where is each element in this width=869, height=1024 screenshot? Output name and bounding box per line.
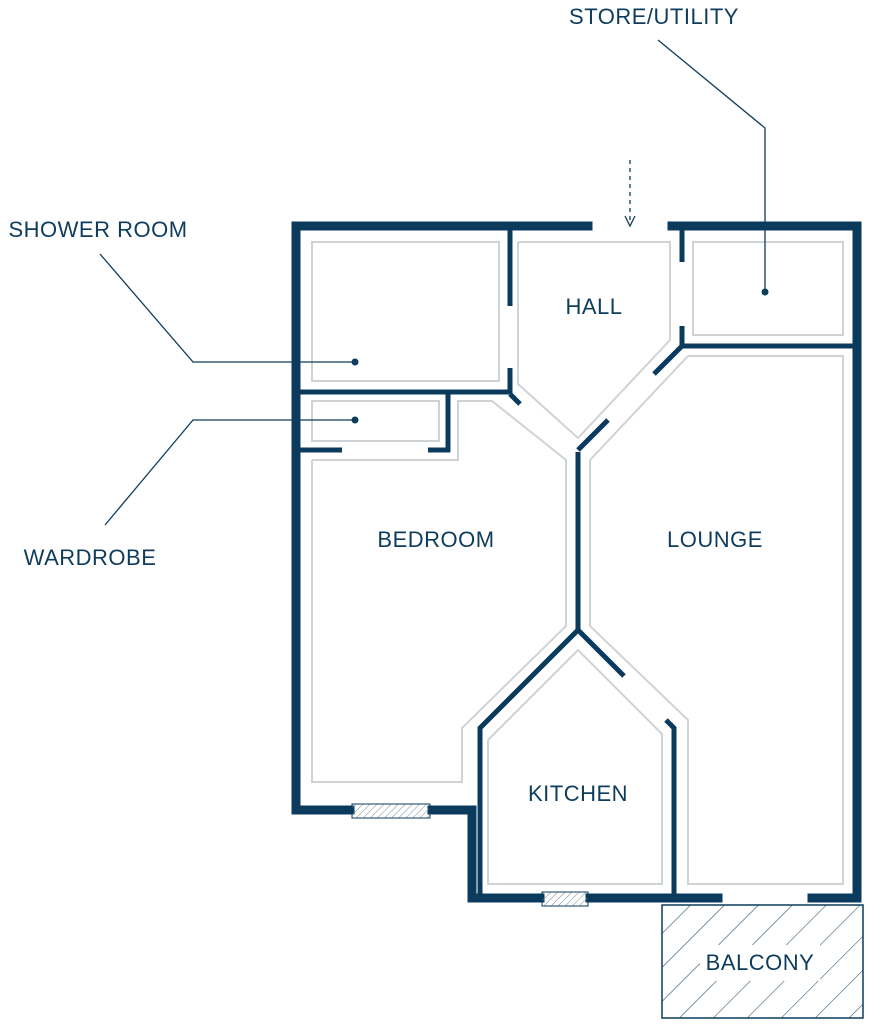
wardrobe-label: WARDROBE: [24, 545, 157, 570]
kitchen-outline: [487, 648, 663, 885]
store-utility-marker: [761, 288, 769, 296]
hatched-window-icon: [541, 891, 589, 907]
shower-room-leader: [99, 253, 355, 363]
wardrobe-marker: [351, 416, 359, 424]
dashed-arrow-down-icon: [624, 160, 636, 228]
wardrobe-outline: [311, 400, 440, 442]
lounge-label: LOUNGE: [667, 527, 763, 552]
wardrobe-leader: [104, 419, 355, 526]
room-outlines: [311, 241, 844, 885]
windows: [351, 803, 589, 907]
wall-bottom-left: [427, 805, 545, 903]
hatched-window-icon: [351, 803, 431, 819]
interior-walls: [300, 230, 855, 898]
hall-label: HALL: [565, 294, 622, 319]
lounge-door-jamb: [652, 344, 684, 376]
shower-room-label: SHOWER ROOM: [8, 217, 187, 242]
kitchen-wall-right: [664, 718, 677, 894]
shower-room-marker: [351, 358, 359, 366]
hall-diag-right: [576, 418, 610, 452]
store-utility-label: STORE/UTILITY: [569, 4, 739, 29]
balcony-label-backdrop: [700, 945, 820, 981]
callout-leaders: [99, 39, 769, 526]
labels: STORE/UTILITY SHOWER ROOM WARDROBE HALL …: [8, 4, 815, 975]
shower-room-outline: [311, 241, 500, 382]
kitchen-wall-left: [477, 626, 626, 898]
store-utility-outline: [692, 241, 844, 336]
wall-right: [667, 221, 862, 903]
balcony-label: BALCONY: [706, 950, 815, 975]
bedroom-outline: [311, 400, 567, 783]
kitchen-label: KITCHEN: [528, 781, 628, 806]
hall-outline: [517, 241, 671, 440]
wall-left: [291, 221, 593, 815]
lounge-outline: [589, 355, 844, 885]
bedroom-label: BEDROOM: [377, 527, 494, 552]
store-utility-leader: [657, 39, 766, 292]
hall-diag-left: [508, 392, 522, 406]
